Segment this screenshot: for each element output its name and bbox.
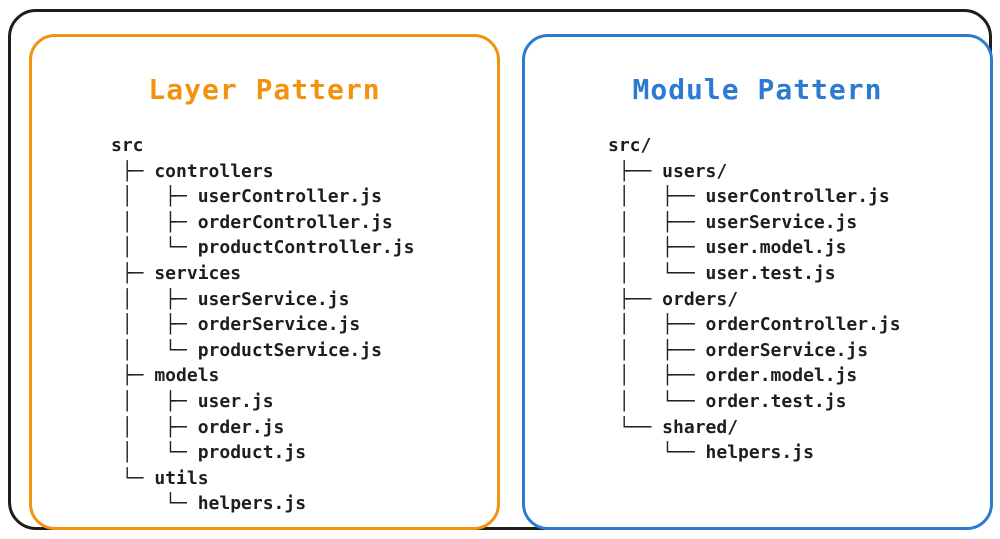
panel-module-pattern: Module Pattern src/ ├── users/ │ ├── use… xyxy=(522,34,993,530)
layer-pattern-file-tree: src ├─ controllers │ ├─ userController.j… xyxy=(111,135,415,515)
module-pattern-file-tree: src/ ├── users/ │ ├── userController.js … xyxy=(608,135,901,464)
outer-frame: Layer Pattern src ├─ controllers │ ├─ us… xyxy=(8,9,993,530)
layer-pattern-title: Layer Pattern xyxy=(148,73,381,106)
module-pattern-title: Module Pattern xyxy=(632,73,883,106)
panel-layer-pattern: Layer Pattern src ├─ controllers │ ├─ us… xyxy=(29,34,500,530)
